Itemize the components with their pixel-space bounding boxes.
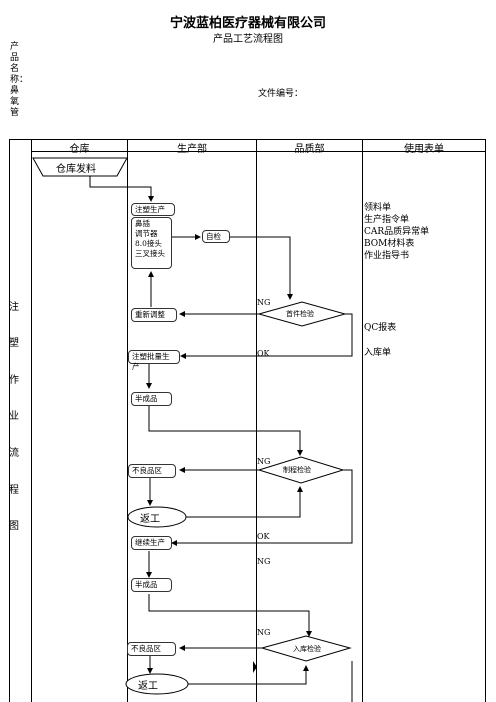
column-divider-2: [127, 139, 128, 702]
warehouse-issue-node: 仓库发料: [56, 164, 96, 175]
incoming-inspection-label: 入库检验: [293, 645, 321, 653]
side-label-char: 作: [9, 375, 19, 386]
table-top-border: [9, 139, 486, 140]
column-header-quality: 品质部: [294, 144, 325, 155]
side-label-char: 图: [9, 521, 19, 532]
process-inspection-label: 制程检验: [283, 466, 311, 474]
semi-finished-node: 半成品: [131, 578, 172, 592]
rework-node: 返工: [138, 681, 158, 692]
ok-label: OK: [257, 532, 270, 541]
table-left-border: [9, 139, 10, 702]
chart-subtitle: 产品工艺流程图: [213, 34, 283, 45]
side-label-char: 塑: [9, 338, 19, 349]
rework-ellipse-2: [125, 673, 189, 695]
table-right-border: [485, 139, 486, 702]
ng-label: NG: [257, 298, 271, 307]
parts-list-node: 鼻插 调节器 8.0接头 三叉接头: [131, 217, 172, 269]
column-header-production: 生产部: [177, 144, 207, 155]
column-divider-3: [256, 139, 257, 702]
readjust-node: 重新调整: [131, 308, 177, 322]
ng-label: NG: [257, 628, 271, 637]
warehouse-in-form: 入库单: [364, 348, 392, 358]
ng-label: NG: [257, 557, 271, 566]
column-divider-1: [31, 139, 32, 702]
column-header-warehouse: 仓库: [69, 144, 90, 155]
column-divider-4: [362, 139, 363, 702]
forms-list: 领料单 生产指令单 CAR品质异常单 BOM材料表 作业指导书: [364, 202, 429, 262]
continue-production-node: 继续生产: [131, 536, 172, 550]
injection-production-node: 注塑生产: [131, 203, 175, 216]
ng-label: NG: [257, 457, 271, 466]
qc-report-form: QC报表: [364, 323, 397, 333]
form-item: 作业指导书: [364, 251, 410, 261]
rework-node: 返工: [140, 514, 160, 525]
part-item: 8.0接头: [135, 239, 162, 248]
defect-area-node: 不良品区: [128, 464, 176, 478]
form-item: CAR品质异常单: [364, 227, 430, 237]
document-number-label: 文件编号：: [258, 89, 304, 99]
defect-area-node: 不良品区: [127, 642, 176, 656]
company-title: 宁波蓝柏医疗器械有限公司: [169, 16, 326, 31]
self-check-node: 自检: [202, 230, 230, 243]
semi-finished-node: 半成品: [131, 392, 172, 406]
rework-ellipse-1: [127, 506, 187, 528]
side-label-char: 注: [9, 302, 19, 313]
form-item: 领料单: [364, 203, 392, 213]
ok-label: OK: [257, 349, 270, 358]
first-inspection-label: 首件检验: [286, 310, 314, 318]
side-label-char: 业: [9, 411, 19, 422]
side-label-char: 程: [9, 485, 19, 496]
form-item: BOM材料表: [364, 239, 415, 249]
table-header-border: [31, 151, 486, 152]
part-item: 鼻插: [135, 219, 150, 228]
column-header-forms: 使用表单: [404, 144, 444, 155]
warehouse-trapezoid-shape: [32, 157, 128, 177]
process-inspection-diamond: [257, 456, 345, 484]
part-item: 调节器: [135, 229, 158, 238]
incoming-inspection-diamond: [260, 635, 352, 662]
part-item: 三叉接头: [135, 249, 165, 258]
form-item: 生产指令单: [364, 215, 410, 225]
side-label-char: 流: [9, 448, 19, 459]
first-inspection-diamond: [257, 301, 347, 327]
batch-production-node: 注塑批量生产: [128, 350, 180, 371]
